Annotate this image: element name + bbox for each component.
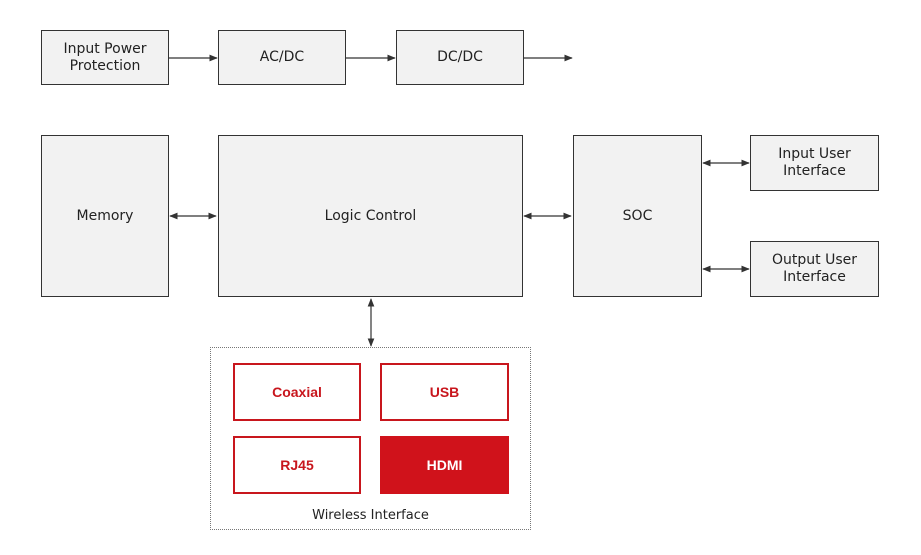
memory-box: Memory [41,135,169,297]
wireless-interface-group [210,347,531,530]
hdmi-box: HDMI [380,436,509,494]
output-user-interface-box: Output User Interface [750,241,879,297]
usb-box: USB [380,363,509,421]
logic-control-box: Logic Control [218,135,523,297]
input-user-interface-box: Input User Interface [750,135,879,191]
acdc-box: AC/DC [218,30,346,85]
coaxial-box: Coaxial [233,363,361,421]
rj45-box: RJ45 [233,436,361,494]
soc-box: SOC [573,135,702,297]
input-power-protection-box: Input Power Protection [41,30,169,85]
wireless-interface-label: Wireless Interface [312,508,429,523]
dcdc-box: DC/DC [396,30,524,85]
